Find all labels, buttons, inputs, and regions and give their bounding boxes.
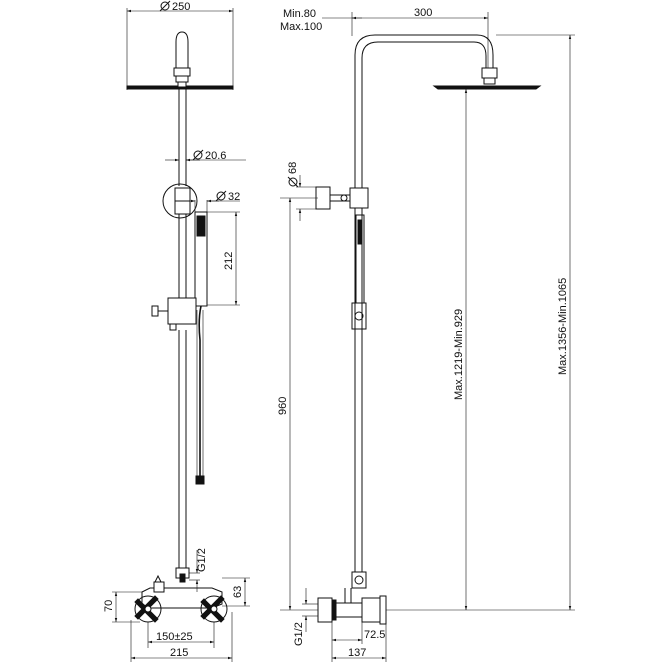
label-arm-max: Max.100	[280, 21, 322, 33]
label-inlet-centers: 150±25	[156, 631, 193, 643]
slide-bracket-front	[162, 183, 198, 219]
shower-arm	[354, 34, 494, 188]
label-connection-side: G1/2	[293, 622, 305, 646]
outlet-connector-front: G1/2	[175, 548, 208, 592]
dim-mixer-depth-short: 72.5	[331, 622, 385, 644]
handle-right-front	[200, 595, 228, 623]
label-handshower-diameter: 32	[228, 191, 240, 203]
side-view: Min.80 Max.100 300 68	[277, 7, 575, 662]
label-outlet-height: 960	[277, 397, 289, 415]
label-connection-front: G1/2	[196, 548, 208, 572]
dim-arm: Min.80 Max.100 300	[280, 7, 489, 72]
label-mixer-depth-short: 72.5	[364, 629, 385, 641]
dim-total-height: Max.1356-Min.1065	[472, 34, 575, 611]
label-total-height: Max.1356-Min.1065	[557, 278, 569, 375]
mixer-side	[317, 588, 387, 625]
label-overall-width: 215	[170, 647, 188, 659]
label-arm-reach: 300	[414, 7, 432, 19]
dim-head-width: 250	[126, 0, 234, 90]
label-bracket-diameter: 68	[287, 162, 299, 174]
handle-left-front	[134, 595, 162, 623]
diverter-side	[351, 302, 367, 330]
diverter-front	[151, 297, 197, 331]
shower-head-front	[126, 31, 234, 90]
label-arm-min: Min.80	[283, 8, 316, 20]
label-head-diameter: 250	[172, 1, 190, 13]
hose	[198, 305, 202, 482]
label-handshower-length: 212	[223, 252, 235, 270]
front-view: 250 20.6	[103, 0, 250, 662]
dim-mixer-depth: 137	[331, 624, 387, 662]
dim-mixer-height: 70 63	[103, 577, 250, 623]
hand-shower-side	[355, 214, 365, 304]
dim-pipe-diameter: 20.6	[165, 149, 246, 162]
label-head-height: Max.1219-Min.929	[453, 309, 465, 400]
dim-overall-width: 215	[130, 612, 233, 662]
label-mixer-height-left: 70	[103, 600, 115, 612]
dim-inlet-centers: 150±25	[147, 622, 215, 648]
outlet-connector-side	[351, 571, 367, 589]
dim-outlet-height: 960	[277, 197, 318, 611]
dim-handshower-length: 212	[207, 211, 240, 306]
hand-shower-front: 32	[184, 190, 240, 307]
label-mixer-height-right: 63	[232, 586, 244, 598]
dim-connection-side: G1/2	[293, 588, 318, 646]
label-mixer-depth: 137	[348, 647, 366, 659]
dim-head-height: Max.1219-Min.929	[386, 89, 472, 611]
shower-head-side	[432, 67, 542, 90]
label-pipe-diameter: 20.6	[205, 150, 226, 162]
wall-bracket: 68	[287, 162, 369, 221]
